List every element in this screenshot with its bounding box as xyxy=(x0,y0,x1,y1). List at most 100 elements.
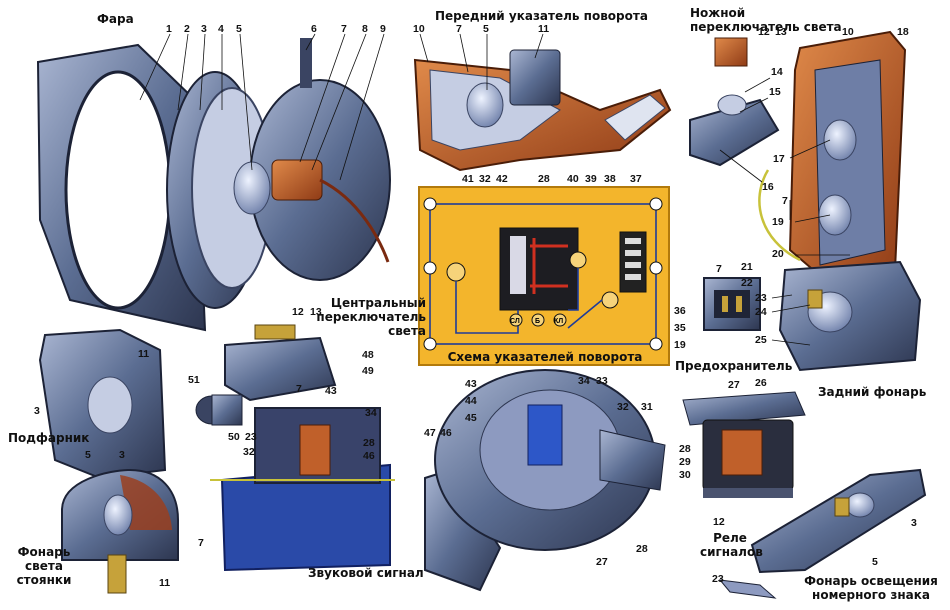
callout-number: 36 xyxy=(674,305,686,317)
scheme-wiring: СЛ Б КЛ xyxy=(423,197,663,351)
callout-number: 37 xyxy=(630,173,642,185)
turn-signal-scheme: СЛ Б КЛ xyxy=(418,186,670,366)
callout-number: 44 xyxy=(465,395,477,407)
callout-number: 11 xyxy=(159,577,170,589)
callout-number: 50 xyxy=(228,431,240,443)
callout-number: 11 xyxy=(138,348,149,360)
callout-number: 12 xyxy=(758,26,770,38)
callout-number: 11 xyxy=(538,23,549,35)
signal-relay-illustration xyxy=(682,391,806,498)
callout-number: 5 xyxy=(85,449,91,461)
callout-number: 27 xyxy=(596,556,608,568)
callout-number: 2 xyxy=(184,23,190,35)
callout-number: 42 xyxy=(496,173,508,185)
plate-light-illustration xyxy=(718,468,927,599)
callout-number: 10 xyxy=(842,26,854,38)
callout-number: 39 xyxy=(585,173,597,185)
sidelight-title: Подфарник xyxy=(8,431,90,445)
callout-number: 30 xyxy=(679,469,691,481)
callout-number: 31 xyxy=(641,401,653,413)
callout-number: 28 xyxy=(636,543,648,555)
callout-number: 18 xyxy=(897,26,909,38)
callout-number: 28 xyxy=(679,443,691,455)
callout-number: 8 xyxy=(362,23,368,35)
callout-number: 46 xyxy=(440,427,452,439)
scheme-terminal-sl: СЛ xyxy=(510,318,520,325)
callout-number: 32 xyxy=(479,173,491,185)
callout-number: 41 xyxy=(462,173,474,185)
callout-number: 5 xyxy=(236,23,242,35)
leader-lines xyxy=(139,33,850,346)
callout-number: 14 xyxy=(771,66,783,78)
parking-light-title: Фонарь света стоянки xyxy=(16,545,72,587)
plate-light-title: Фонарь освещения номерного знака xyxy=(804,574,938,602)
callout-number: 3 xyxy=(201,23,207,35)
callout-number: 33 xyxy=(596,375,608,387)
callout-number: 3 xyxy=(911,517,917,529)
callout-number: 32 xyxy=(243,446,255,458)
callout-number: 12 xyxy=(292,306,304,318)
callout-number: 22 xyxy=(741,277,753,289)
callout-number: 1 xyxy=(166,23,172,35)
central-switch-title: Центральный переключатель света xyxy=(316,296,426,338)
callout-number: 3 xyxy=(34,405,40,417)
central-switch-illustration xyxy=(195,324,337,426)
callout-number: 28 xyxy=(538,173,550,185)
callout-number: 43 xyxy=(325,385,337,397)
foot-switch-title: Ножной переключатель света xyxy=(690,6,842,34)
callout-number: 27 xyxy=(728,379,740,391)
callout-number: 25 xyxy=(755,334,767,346)
callout-number: 21 xyxy=(741,261,753,273)
callout-number: 49 xyxy=(362,365,374,377)
callout-number: 32 xyxy=(617,401,629,413)
callout-number: 7 xyxy=(296,383,302,395)
rear-light-title: Задний фонарь xyxy=(818,385,927,399)
foot-switch-illustration xyxy=(689,37,780,167)
callout-number: 13 xyxy=(775,26,787,38)
callout-number: 29 xyxy=(679,456,691,468)
headlight-title: Фара xyxy=(97,12,134,26)
callout-number: 48 xyxy=(362,349,374,361)
sidelight-illustration xyxy=(38,328,167,480)
rear-light-illustration xyxy=(758,30,922,372)
callout-number: 7 xyxy=(456,23,462,35)
callout-number: 10 xyxy=(413,23,425,35)
callout-number: 23 xyxy=(712,573,724,585)
callout-number: 12 xyxy=(713,516,725,528)
callout-number: 24 xyxy=(755,306,767,318)
callout-number: 43 xyxy=(465,378,477,390)
callout-number: 15 xyxy=(769,86,781,98)
callout-number: 34 xyxy=(365,407,377,419)
callout-number: 19 xyxy=(772,216,784,228)
callout-number: 7 xyxy=(198,537,204,549)
callout-number: 19 xyxy=(674,339,686,351)
callout-number: 26 xyxy=(755,377,767,389)
callout-number: 45 xyxy=(465,412,477,424)
callout-number: 5 xyxy=(872,556,878,568)
horn-title: Звуковой сигнал xyxy=(308,566,424,580)
callout-number: 51 xyxy=(188,374,200,386)
fuse-title: Предохранитель xyxy=(675,359,793,373)
callout-number: 40 xyxy=(567,173,579,185)
callout-number: 23 xyxy=(755,292,767,304)
callout-number: 3 xyxy=(119,449,125,461)
signal-horn-illustration xyxy=(424,369,666,592)
callout-number: 4 xyxy=(218,23,224,35)
callout-number: 47 xyxy=(424,427,436,439)
callout-number: 6 xyxy=(311,23,317,35)
callout-number: 7 xyxy=(782,195,788,207)
callout-number: 5 xyxy=(483,23,489,35)
callout-number: 23 xyxy=(245,431,257,443)
callout-number: 13 xyxy=(310,306,322,318)
scheme-terminal-b: Б xyxy=(535,318,540,325)
callout-number: 38 xyxy=(604,173,616,185)
callout-number: 20 xyxy=(772,248,784,260)
callout-number: 9 xyxy=(380,23,386,35)
front-turn-title: Передний указатель поворота xyxy=(435,9,648,23)
callout-number: 7 xyxy=(341,23,347,35)
callout-number: 46 xyxy=(363,450,375,462)
callout-number: 34 xyxy=(578,375,590,387)
callout-number: 17 xyxy=(773,153,785,165)
